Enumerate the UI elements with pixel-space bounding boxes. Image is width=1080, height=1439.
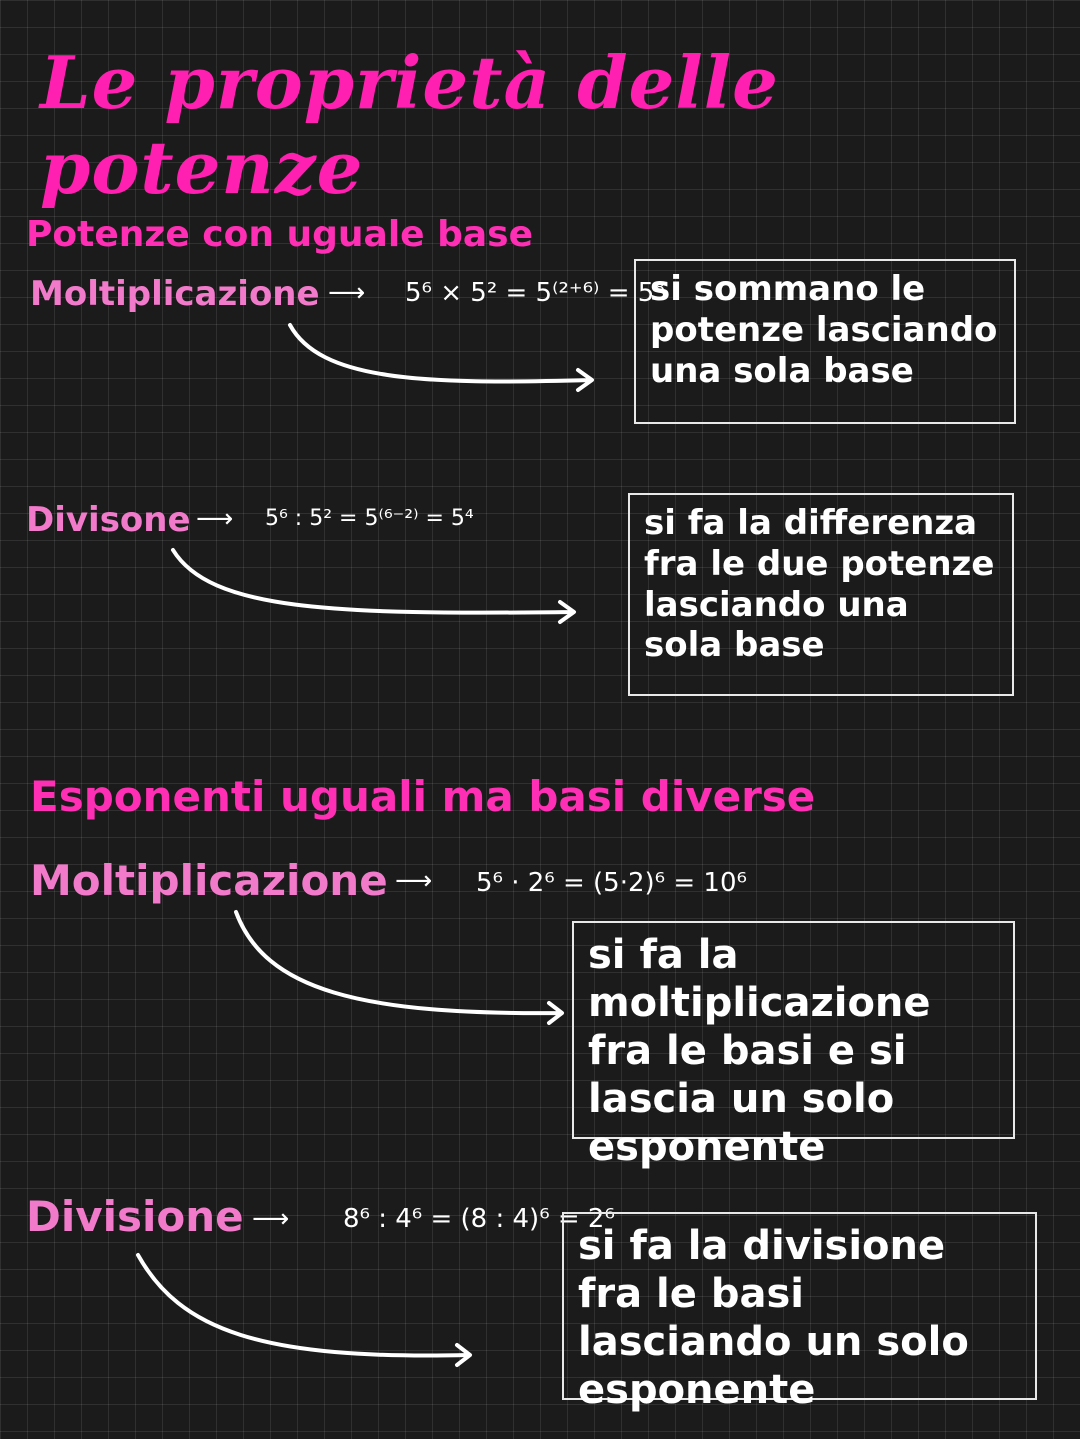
rule-formula: 5⁶ · 2⁶ = (5·2)⁶ = 10⁶ [476,868,747,898]
arrow-right-icon: ⟶ [196,504,234,534]
arrow-right-icon: ⟶ [252,1204,290,1234]
rule-formula: 5⁶ : 5² = 5⁽⁶⁻²⁾ = 5⁴ [265,506,474,531]
section-heading-same-exponent: Esponenti uguali ma basi diverse [30,772,816,821]
rule-label: Moltiplicazione [30,274,320,314]
rule-label: Moltiplicazione [30,856,388,905]
rule-description-box: si fa la divisione fra le basi lasciando… [562,1212,1037,1413]
rule-label: Divisone [26,500,191,540]
rule-formula: 5⁶ × 5² = 5⁽²⁺⁶⁾ = 5⁸ [405,278,665,308]
page-title: Le proprietà delle potenze [40,40,779,210]
section-heading-same-base: Potenze con uguale base [26,214,534,255]
rule-description-box: si fa la moltiplicazione fra le basi e s… [572,921,1015,1170]
arrow-right-icon: ⟶ [395,866,433,896]
curved-arrow-icon [234,910,564,1025]
arrow-right-icon: ⟶ [328,278,366,308]
curved-arrow-icon [171,548,576,624]
rule-label: Divisione [26,1192,244,1241]
rule-description-box: si sommano le potenze lasciando una sola… [634,259,1016,424]
curved-arrow-icon [136,1253,472,1367]
rule-description-box: si fa la differenza fra le due potenze l… [628,493,1014,696]
rule-formula: 8⁶ : 4⁶ = (8 : 4)⁶ = 2⁶ [343,1204,615,1234]
curved-arrow-icon [288,323,594,392]
